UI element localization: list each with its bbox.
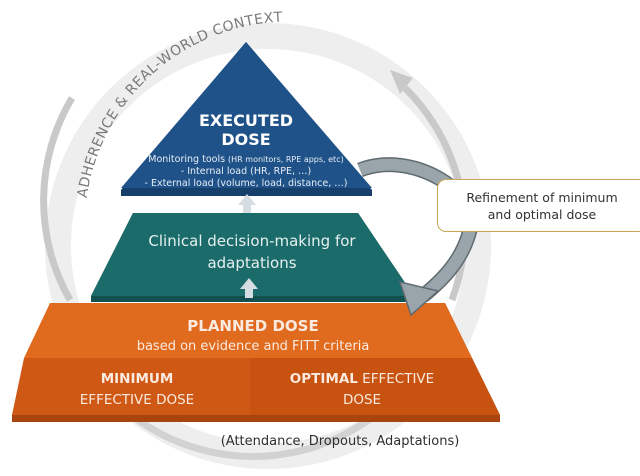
minimum-label-bold: MINIMUM (101, 371, 174, 387)
clinical-tier-shape (91, 213, 414, 296)
clinical-line2: adaptations (207, 254, 296, 272)
executed-internal-load: - Internal load (HR, RPE, …) (181, 166, 311, 177)
refinement-line2: and optimal dose (487, 206, 597, 222)
planned-tier-top (24, 303, 472, 358)
clinical-line1: Clinical decision-making for (148, 232, 356, 250)
ring-arrow-left (40, 96, 76, 302)
planned-subtitle: based on evidence and FITT criteria (137, 339, 370, 354)
optimal-dose-cell (250, 358, 500, 415)
minimum-dose-cell (12, 358, 250, 415)
planned-title: PLANNED DOSE (187, 317, 318, 335)
executed-title-line1: EXECUTED (199, 111, 293, 130)
refinement-box: Refinement of minimum and optimal dose (437, 179, 640, 232)
refinement-line1: Refinement of minimum (466, 189, 618, 205)
adherence-metrics-note: (Attendance, Dropouts, Adaptations) (221, 434, 460, 449)
executed-title-line2: DOSE (221, 130, 270, 149)
executed-external-load: - External load (volume, load, distance,… (145, 178, 348, 189)
optimal-label-line1: OPTIMAL EFFECTIVE (290, 371, 434, 387)
up-arrow-icon-2 (240, 278, 258, 298)
executed-dose-tier: EXECUTED DOSE Monitoring tools (HR monit… (121, 42, 372, 196)
executed-tier-shape (121, 42, 372, 188)
clinical-decision-tier: Clinical decision-making for adaptations (91, 213, 414, 302)
minimum-label-rest: EFFECTIVE DOSE (80, 392, 194, 408)
up-arrow-icon-1 (238, 194, 256, 215)
optimal-label-line2: DOSE (343, 392, 381, 408)
planned-dose-tier: PLANNED DOSE based on evidence and FITT … (12, 303, 500, 422)
refinement-arrowhead-icon (398, 280, 440, 317)
executed-monitoring-line: Monitoring tools (HR monitors, RPE apps,… (148, 154, 343, 165)
ring-arrowhead-icon (390, 70, 413, 94)
